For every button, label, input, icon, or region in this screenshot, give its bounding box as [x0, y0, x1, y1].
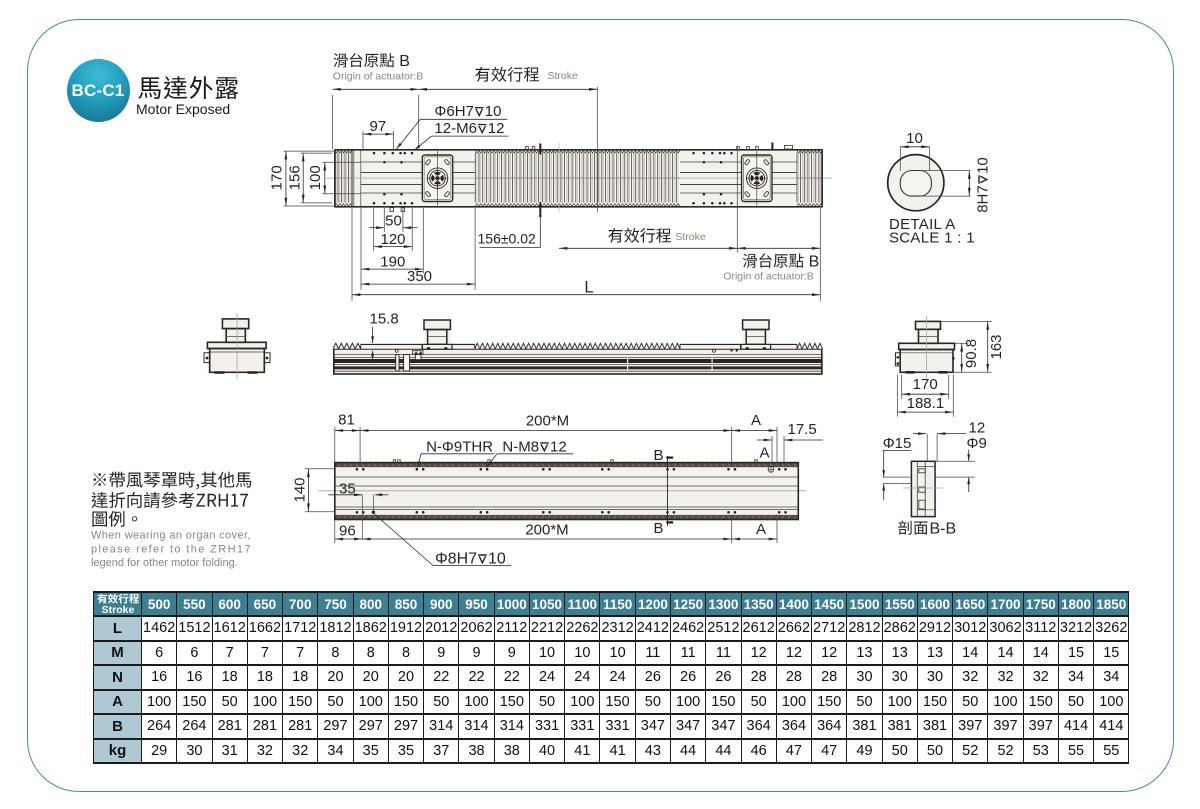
- svg-text:12-M6: 12-M6: [434, 120, 477, 137]
- svg-text:8H7: 8H7: [975, 185, 992, 213]
- svg-text:please refer to the ZRH17: please refer to the ZRH17: [91, 543, 251, 555]
- svg-text:Stroke: Stroke: [675, 231, 706, 243]
- svg-text:156: 156: [287, 165, 304, 190]
- svg-text:12: 12: [969, 420, 986, 437]
- svg-text:10: 10: [488, 551, 506, 568]
- svg-text:Φ9: Φ9: [967, 435, 987, 452]
- svg-text:A: A: [751, 412, 761, 429]
- svg-text:10: 10: [485, 103, 502, 120]
- svg-text:DETAIL A: DETAIL A: [889, 216, 956, 233]
- svg-text:B: B: [399, 53, 410, 70]
- svg-text:90.8: 90.8: [963, 339, 980, 368]
- svg-text:B: B: [809, 254, 820, 271]
- svg-text:35: 35: [339, 480, 356, 497]
- svg-text:N-Φ9THR: N-Φ9THR: [426, 439, 493, 456]
- svg-text:B-B: B-B: [930, 521, 957, 538]
- svg-text:A: A: [756, 521, 766, 538]
- svg-text:188.1: 188.1: [907, 395, 945, 412]
- svg-text:17.5: 17.5: [788, 421, 817, 438]
- svg-text:200*M: 200*M: [525, 522, 568, 539]
- svg-text:50: 50: [385, 213, 402, 230]
- svg-text:Stroke: Stroke: [101, 604, 134, 615]
- svg-text:200*M: 200*M: [526, 413, 569, 430]
- svg-text:10: 10: [906, 130, 923, 147]
- svg-text:L: L: [584, 278, 593, 296]
- svg-text:Origin of actuator:B: Origin of actuator:B: [723, 271, 813, 283]
- svg-text:140: 140: [292, 477, 309, 502]
- svg-text:B: B: [654, 447, 664, 464]
- svg-text:12: 12: [550, 439, 567, 456]
- svg-text:81: 81: [338, 412, 355, 429]
- svg-text:Φ6H7: Φ6H7: [434, 103, 474, 120]
- svg-text:96: 96: [339, 523, 356, 540]
- svg-text:Φ8H7: Φ8H7: [435, 551, 477, 568]
- svg-text:legend for other motor folding: legend for other motor folding.: [91, 557, 238, 569]
- svg-text:Stroke: Stroke: [548, 70, 579, 82]
- svg-text:97: 97: [370, 118, 387, 135]
- svg-text:350: 350: [407, 268, 432, 285]
- svg-text:A: A: [759, 445, 769, 462]
- svg-text:190: 190: [380, 254, 405, 271]
- svg-text:100: 100: [307, 165, 324, 190]
- svg-text:SCALE 1 : 1: SCALE 1 : 1: [889, 229, 975, 246]
- svg-text:12: 12: [488, 120, 505, 137]
- svg-text:N-M8: N-M8: [502, 439, 539, 456]
- svg-text:Origin of actuator:B: Origin of actuator:B: [333, 70, 423, 82]
- svg-text:120: 120: [380, 231, 405, 248]
- svg-text:B: B: [654, 520, 664, 537]
- svg-text:When wearing an organ cover,: When wearing an organ cover,: [91, 530, 251, 542]
- svg-text:163: 163: [988, 334, 1005, 359]
- svg-text:10: 10: [975, 157, 992, 174]
- svg-text:156±0.02: 156±0.02: [478, 231, 537, 247]
- svg-text:170: 170: [269, 165, 286, 190]
- svg-text:15.8: 15.8: [370, 311, 399, 328]
- svg-text:Φ15: Φ15: [883, 435, 912, 452]
- svg-text:170: 170: [913, 376, 938, 393]
